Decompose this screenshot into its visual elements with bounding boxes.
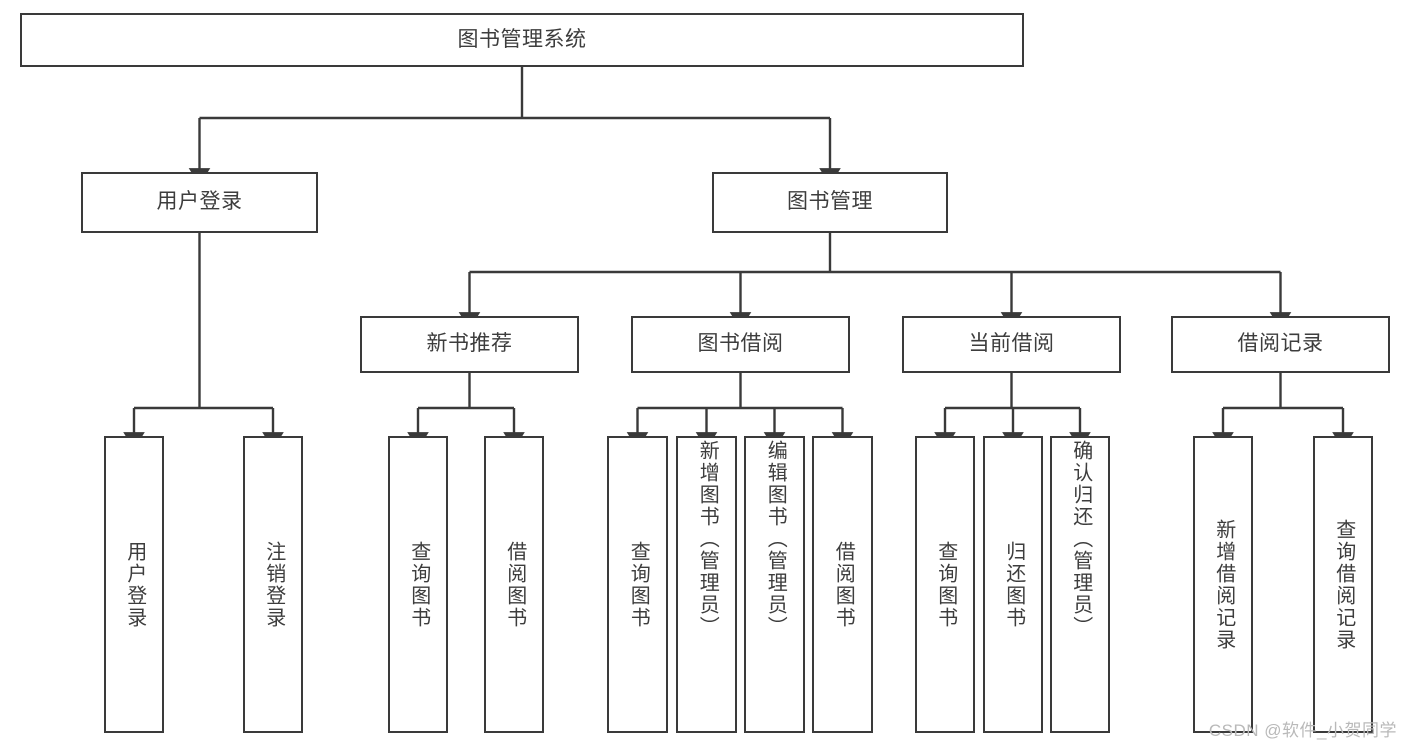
node-label: 用户登录 bbox=[156, 190, 243, 214]
node-leaf-user-logout[interactable]: 注销登录 bbox=[243, 436, 303, 733]
node-new-book-rec[interactable]: 新书推荐 bbox=[360, 316, 579, 373]
node-book-borrow[interactable]: 图书借阅 bbox=[631, 316, 850, 373]
node-label: 借阅记录 bbox=[1237, 332, 1324, 356]
node-label: 图书管理系统 bbox=[457, 27, 587, 51]
node-leaf-return-book[interactable]: 归还图书 bbox=[983, 436, 1043, 733]
node-label: 查询图书 bbox=[934, 540, 957, 629]
node-leaf-query-book-rec[interactable]: 查询图书 bbox=[388, 436, 448, 733]
node-label: 查询借阅记录 bbox=[1332, 518, 1355, 651]
node-leaf-query-record[interactable]: 查询借阅记录 bbox=[1313, 436, 1373, 733]
node-leaf-edit-book[interactable]: 编辑图书（管理员） bbox=[744, 436, 805, 733]
node-leaf-query-book-borrow[interactable]: 查询图书 bbox=[607, 436, 668, 733]
node-label: 借阅图书 bbox=[832, 540, 855, 629]
node-leaf-add-book[interactable]: 新增图书（管理员） bbox=[676, 436, 737, 733]
node-user-login[interactable]: 用户登录 bbox=[81, 172, 318, 233]
node-label: 用户登录 bbox=[123, 540, 146, 629]
node-label: 当前借阅 bbox=[968, 332, 1055, 356]
node-label: 新书推荐 bbox=[426, 332, 513, 356]
node-root[interactable]: 图书管理系统 bbox=[20, 13, 1024, 67]
node-label: 借阅图书 bbox=[503, 540, 526, 629]
watermark: CSDN @软件_小贺同学 bbox=[1208, 721, 1397, 740]
node-book-manage[interactable]: 图书管理 bbox=[712, 172, 948, 233]
node-label: 查询图书 bbox=[407, 540, 430, 629]
node-leaf-borrow-book-rec[interactable]: 借阅图书 bbox=[484, 436, 544, 733]
connector-lines bbox=[123, 67, 1354, 450]
node-leaf-confirm-return[interactable]: 确认归还（管理员） bbox=[1050, 436, 1110, 733]
node-label: 查询图书 bbox=[627, 540, 650, 629]
node-label: 归还图书 bbox=[1002, 540, 1025, 629]
node-leaf-query-book-cur[interactable]: 查询图书 bbox=[915, 436, 975, 733]
node-label: 图书借阅 bbox=[697, 332, 784, 356]
node-leaf-user-login[interactable]: 用户登录 bbox=[104, 436, 164, 733]
node-label: 新增借阅记录 bbox=[1212, 518, 1235, 651]
node-leaf-borrow-book[interactable]: 借阅图书 bbox=[812, 436, 873, 733]
node-borrow-record[interactable]: 借阅记录 bbox=[1171, 316, 1390, 373]
node-leaf-add-record[interactable]: 新增借阅记录 bbox=[1193, 436, 1253, 733]
node-label: 编辑图书（管理员） bbox=[764, 440, 787, 638]
node-current-borrow[interactable]: 当前借阅 bbox=[902, 316, 1121, 373]
node-label: 确认归还（管理员） bbox=[1069, 440, 1092, 638]
node-label: 注销登录 bbox=[262, 540, 285, 629]
node-label: 图书管理 bbox=[787, 190, 873, 214]
node-label: 新增图书（管理员） bbox=[696, 440, 719, 638]
